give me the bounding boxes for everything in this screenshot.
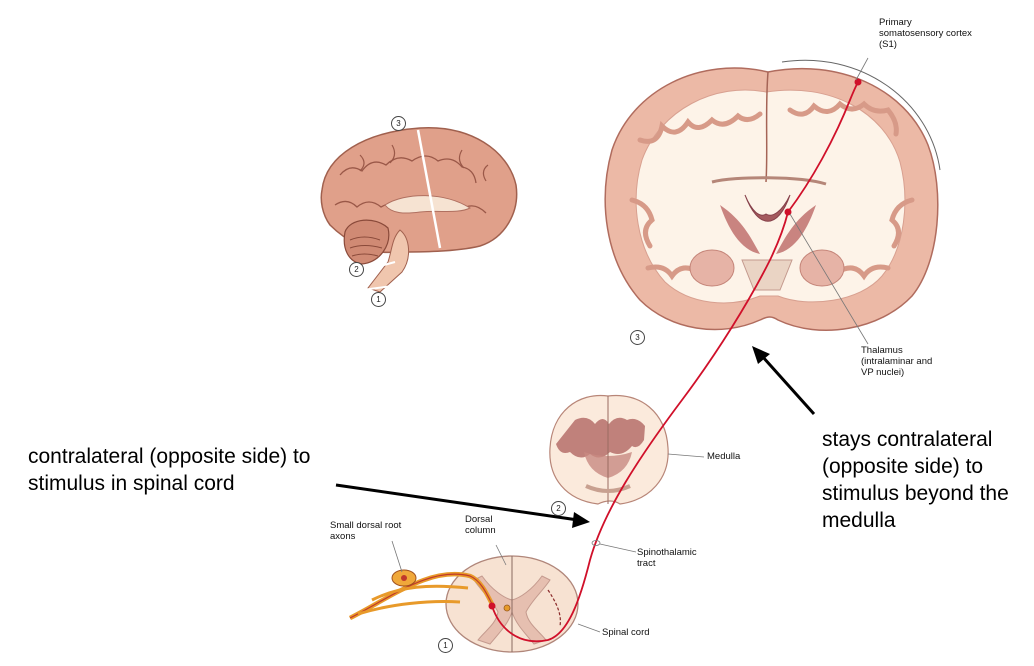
coronal-brain-section bbox=[604, 59, 941, 331]
callout-arrows bbox=[335, 346, 816, 528]
medulla-section bbox=[549, 394, 669, 505]
label-thalamus: Thalamus (intralaminar and VP nuclei) bbox=[861, 345, 933, 378]
section-number-3-sagittal: 3 bbox=[391, 116, 406, 131]
callout-spinal-cord-contralateral: contralateral (opposite side) to stimulu… bbox=[28, 445, 311, 495]
spinothalamic-pathway bbox=[488, 78, 862, 643]
label-primary-somatosensory-cortex: Primary somatosensory cortex (S1) bbox=[879, 17, 972, 50]
spinal-cord-section bbox=[445, 555, 579, 653]
sagittal-brain-illustration bbox=[320, 127, 518, 293]
section-number-1-sagittal: 1 bbox=[371, 292, 386, 307]
section-number-2-medulla: 2 bbox=[551, 501, 566, 516]
label-small-dorsal-root-axons: Small dorsal root axons bbox=[330, 520, 402, 542]
label-spinothalamic-tract: Spinothalamic tract bbox=[637, 547, 697, 569]
arrowhead-right-icon bbox=[572, 512, 590, 528]
label-medulla: Medulla bbox=[707, 451, 741, 462]
arrowhead-up-icon bbox=[752, 346, 770, 364]
dorsal-root-nerve bbox=[348, 569, 495, 621]
section-number-3-coronal: 3 bbox=[630, 330, 645, 345]
section-number-2-sagittal: 2 bbox=[349, 262, 364, 277]
label-dorsal-column: Dorsal column bbox=[465, 514, 496, 536]
leader-lines bbox=[391, 57, 869, 633]
section-number-1-spinal: 1 bbox=[438, 638, 453, 653]
label-spinal-cord: Spinal cord bbox=[602, 627, 650, 638]
callout-beyond-medulla-contralateral: stays contralateral (opposite side) to s… bbox=[822, 428, 1009, 532]
